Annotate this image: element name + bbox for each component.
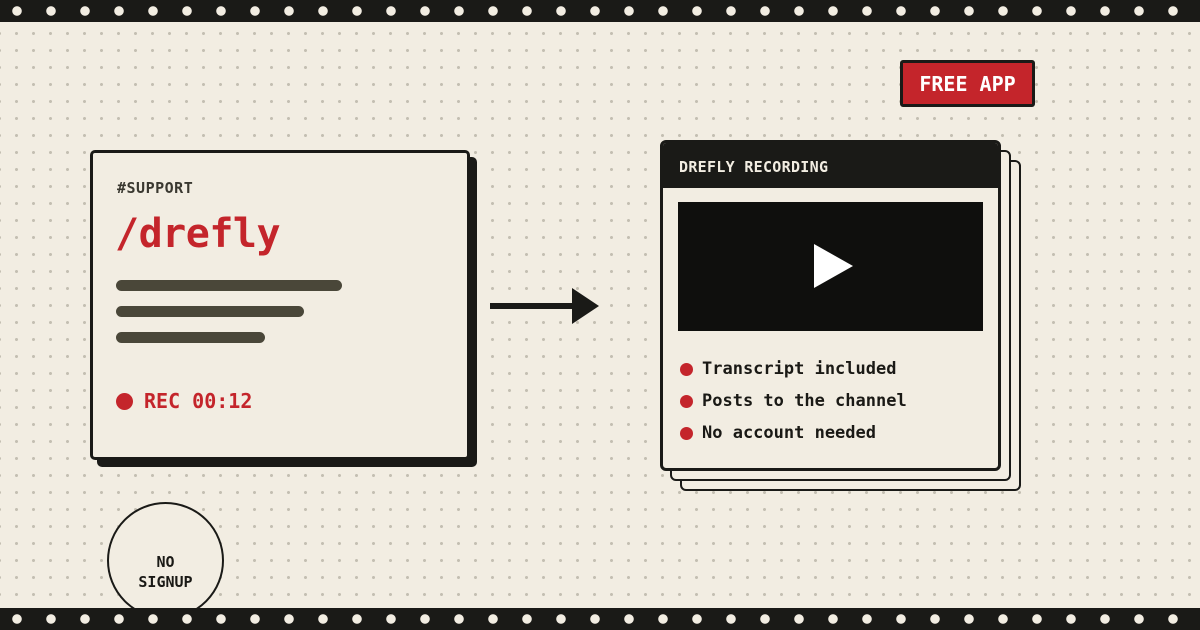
feature-item: Posts to the channel — [680, 385, 907, 417]
placeholder-line — [116, 280, 342, 291]
window-title: DREFLY RECORDING — [663, 143, 998, 188]
recording-indicator: REC 00:12 — [116, 389, 252, 413]
free-app-badge: FREE APP — [900, 60, 1035, 107]
feature-item: Transcript included — [680, 353, 907, 385]
message-card: #SUPPORT /drefly REC 00:12 — [90, 150, 470, 460]
feature-label: No account needed — [702, 423, 876, 443]
channel-name: #SUPPORT — [117, 179, 194, 197]
bullet-dot-icon — [680, 426, 693, 440]
feature-item: No account needed — [680, 417, 907, 449]
arrow-right-icon — [490, 288, 599, 324]
feature-label: Posts to the channel — [702, 391, 907, 411]
recording-window: DREFLY RECORDING Transcript included Pos… — [660, 140, 1001, 471]
placeholder-line — [116, 332, 265, 343]
feature-label: Transcript included — [702, 359, 897, 379]
film-strip-top — [0, 0, 1200, 22]
film-strip-bottom — [0, 608, 1200, 630]
slash-command: /drefly — [115, 211, 281, 257]
no-signup-seal: NO SIGNUP — [107, 502, 224, 619]
record-dot-icon — [116, 392, 133, 410]
video-player[interactable] — [678, 202, 983, 331]
bullet-dot-icon — [680, 362, 693, 376]
recording-timer: REC 00:12 — [144, 389, 253, 413]
placeholder-line — [116, 306, 304, 317]
feature-list: Transcript included Posts to the channel… — [680, 353, 907, 449]
seal-label: NO SIGNUP — [138, 552, 193, 591]
bullet-dot-icon — [680, 394, 693, 408]
play-icon[interactable] — [814, 244, 853, 288]
